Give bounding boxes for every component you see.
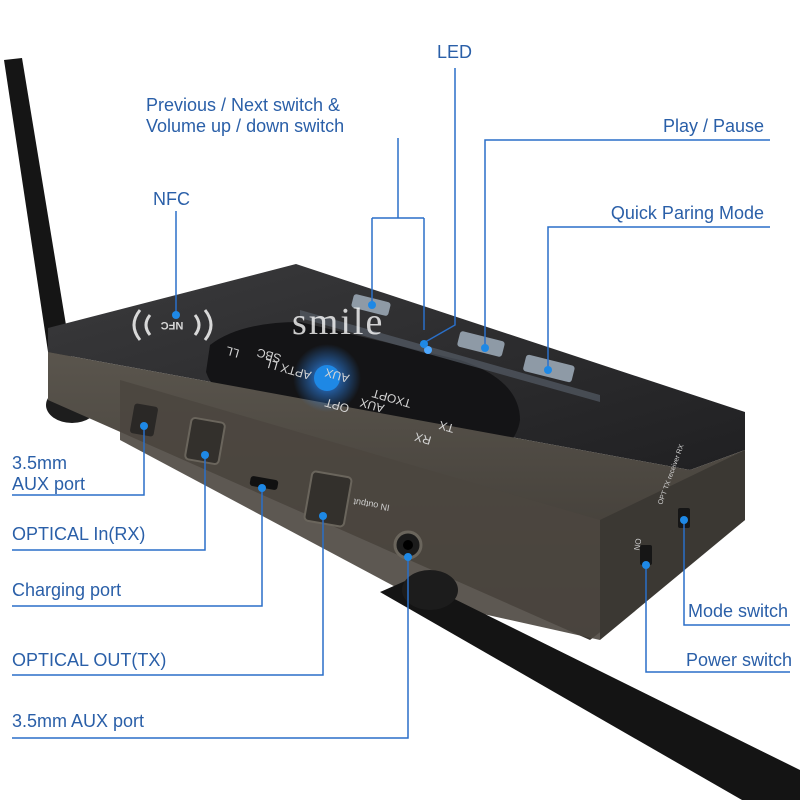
- nfc-logo-group: [132, 309, 213, 341]
- callout-aux-top-line2: AUX port: [12, 474, 86, 494]
- dot-led: [420, 340, 428, 348]
- port-optical-in: [184, 417, 226, 465]
- callout-aux-top-line1: 3.5mm: [12, 453, 68, 473]
- button-play-pause: [457, 331, 505, 357]
- watermark-text: smile: [292, 301, 385, 343]
- callout-power-switch: Power switch: [685, 650, 792, 670]
- dot-qpm: [544, 366, 552, 374]
- callout-play-pause: Play / Pause: [662, 116, 764, 136]
- print-row-tx: TX: [437, 418, 456, 436]
- dot-prev: [368, 301, 376, 309]
- nfc-logo-text: NFC: [161, 319, 184, 331]
- print-row-aux: AUX: [358, 395, 386, 415]
- display-glow-core: [314, 365, 340, 391]
- callout-aux-port-top: 3.5mm AUX port: [12, 453, 85, 495]
- dot-opt-in: [201, 451, 209, 459]
- right-antenna-base: [402, 570, 458, 610]
- dot-opt-out: [319, 512, 327, 520]
- callout-quick-paring-mode: Quick Paring Mode: [610, 203, 764, 223]
- switch-power: [640, 545, 652, 565]
- callout-nfc: NFC: [153, 189, 190, 209]
- callout-optical-in: OPTICAL In(RX): [12, 524, 146, 544]
- print-row-sbc: SBC: [255, 345, 283, 365]
- port-charging: [249, 476, 279, 490]
- right-antenna: [380, 578, 800, 800]
- dot-mode: [680, 516, 688, 524]
- led-indicator: [424, 346, 432, 354]
- device-top-strip: [300, 310, 600, 402]
- dot-aux-bottom: [404, 553, 412, 561]
- print-row-opt: OPT: [323, 395, 351, 415]
- callout-led: LED: [437, 42, 473, 62]
- callout-prev-next: Previous / Next switch & Volume up / dow…: [146, 95, 344, 137]
- callout-prev-next-line1: Previous / Next switch &: [146, 95, 341, 115]
- dot-aux-top: [140, 422, 148, 430]
- callout-lines: [12, 68, 790, 739]
- port-aux-front: [130, 403, 158, 437]
- print-row-ll: LL: [224, 343, 241, 360]
- dot-play: [481, 344, 489, 352]
- device-front-lower: [120, 380, 600, 640]
- dot-nfc: [172, 311, 180, 319]
- print-switch-on: ON: [632, 538, 643, 552]
- port-optical-out: [303, 470, 353, 528]
- callout-prev-next-line2: Volume up / down switch: [146, 116, 345, 136]
- device-right-side: [600, 450, 745, 640]
- dot-power: [642, 561, 650, 569]
- port-aux-jack-hole: [403, 540, 413, 550]
- callout-charging-port: Charging port: [12, 580, 122, 600]
- callout-aux-port-bottom: 3.5mm AUX port: [12, 711, 145, 731]
- print-row-rx: RX: [413, 430, 433, 448]
- dot-charge: [258, 484, 266, 492]
- callout-optical-out: OPTICAL OUT(TX): [12, 650, 167, 670]
- callout-dots: [140, 301, 688, 569]
- callout-mode-switch: Mode switch: [687, 601, 788, 621]
- print-row-aux2: AUX: [323, 365, 351, 385]
